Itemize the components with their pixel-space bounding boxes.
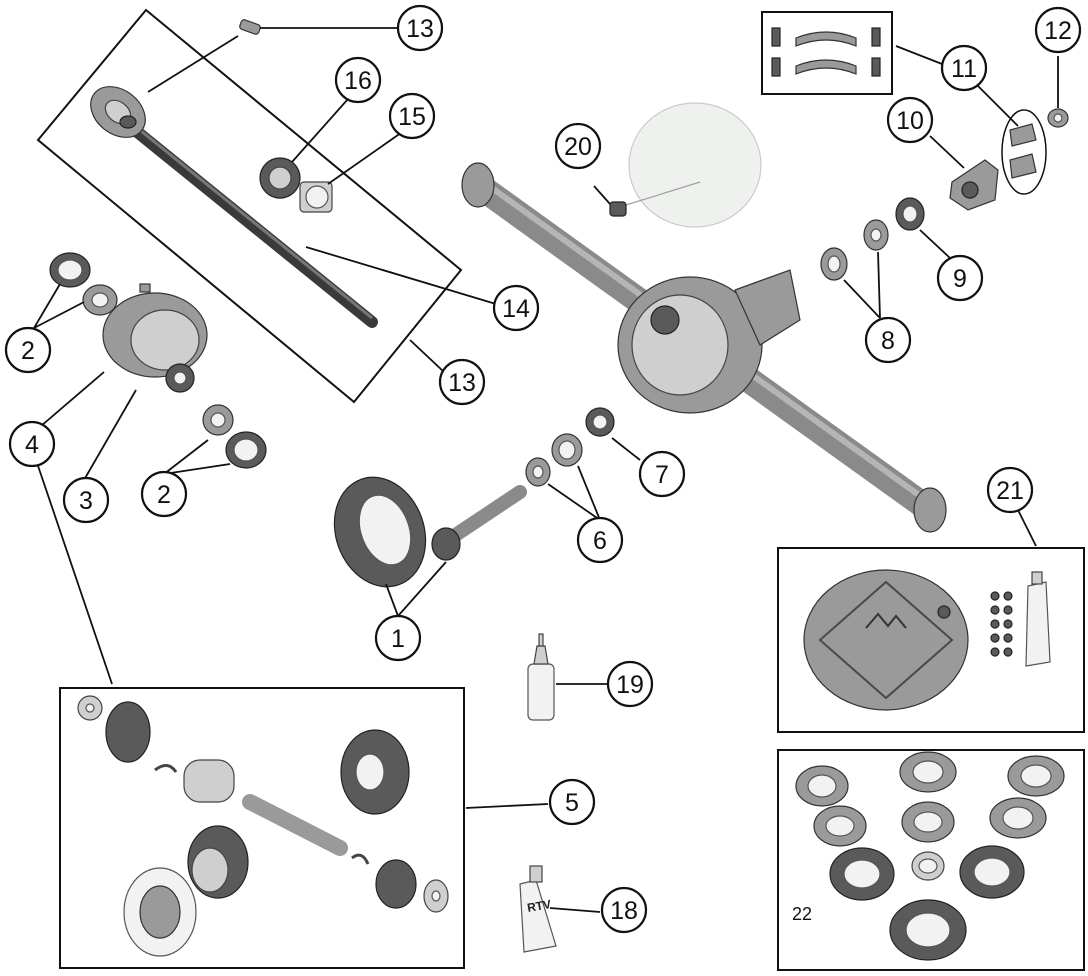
svg-text:13: 13 xyxy=(406,15,434,43)
svg-text:6: 6 xyxy=(593,527,607,555)
plug-guide-line xyxy=(625,181,701,206)
callout-2-lower: 2 xyxy=(140,470,188,518)
callout-10: 10 xyxy=(886,96,934,144)
callout-13-bottom: 13 xyxy=(438,358,486,406)
ubolt-straps xyxy=(1001,109,1047,195)
svg-text:19: 19 xyxy=(616,671,644,699)
svg-text:5: 5 xyxy=(565,789,579,817)
svg-text:21: 21 xyxy=(996,477,1024,505)
svg-text:14: 14 xyxy=(502,295,530,323)
callout-6: 6 xyxy=(576,516,624,564)
svg-text:9: 9 xyxy=(953,265,967,293)
cover-outline xyxy=(628,102,762,228)
axle-housing xyxy=(461,162,947,533)
svg-text:1: 1 xyxy=(391,625,405,653)
carrier-bearing-cup-lower xyxy=(225,431,267,469)
ubolt-kit-box xyxy=(761,11,893,95)
callout-15: 15 xyxy=(388,92,436,140)
stud-guide-line xyxy=(147,35,239,93)
callout-1: 1 xyxy=(374,614,422,662)
callout-20: 20 xyxy=(554,122,602,170)
callout-21: 21 xyxy=(986,466,1034,514)
callout-11: 11 xyxy=(940,44,988,92)
pinion-seal xyxy=(895,197,925,231)
inner-pinion-bearing-cup xyxy=(551,433,583,467)
ubolt-kit xyxy=(771,27,881,77)
carrier-bearing-cup-upper xyxy=(49,252,91,288)
bearing-kit-box xyxy=(777,749,1085,971)
svg-text:4: 4 xyxy=(25,431,39,459)
svg-text:11: 11 xyxy=(951,55,977,83)
bearing-kit xyxy=(795,751,1065,961)
callout-8: 8 xyxy=(864,316,912,364)
svg-text:2: 2 xyxy=(157,481,171,509)
carrier-bearing-cone-upper xyxy=(82,284,118,316)
case-pin xyxy=(139,283,151,293)
cover-bolts xyxy=(990,591,1013,657)
differential-case xyxy=(102,292,208,393)
pinion-yoke xyxy=(949,159,999,211)
spider-gear-box xyxy=(59,687,465,969)
fill-plug xyxy=(609,201,627,217)
spider-gear-kit xyxy=(77,695,449,957)
leader-lines xyxy=(33,27,1059,913)
callout-13-top: 13 xyxy=(396,4,444,52)
callout-5: 5 xyxy=(548,778,596,826)
kit-number-label: 22 xyxy=(792,904,812,924)
pinion-gear xyxy=(431,485,527,561)
svg-text:16: 16 xyxy=(344,67,372,95)
gear-oil-bottle xyxy=(527,633,555,721)
rtv-tube-label: RTV xyxy=(526,897,552,915)
axle-bearing-16 xyxy=(259,157,301,199)
callout-4: 4 xyxy=(8,420,56,468)
callout-2-upper: 2 xyxy=(4,326,52,374)
ring-gear xyxy=(333,476,427,588)
pinion-nut xyxy=(1047,108,1069,128)
svg-text:18: 18 xyxy=(610,897,638,925)
outer-pinion-bearing-cup xyxy=(820,247,848,281)
callout-9: 9 xyxy=(936,254,984,302)
svg-text:8: 8 xyxy=(881,327,895,355)
svg-text:2: 2 xyxy=(21,337,35,365)
svg-text:15: 15 xyxy=(398,103,426,131)
outer-pinion-bearing-cone xyxy=(863,219,889,251)
callout-14: 14 xyxy=(492,284,540,332)
axle-shaft-box xyxy=(36,8,463,404)
callout-3: 3 xyxy=(62,476,110,524)
carrier-bearing-cone-lower xyxy=(202,404,234,436)
svg-text:13: 13 xyxy=(448,369,476,397)
pinion-shim xyxy=(585,407,615,437)
inner-pinion-bearing-cone xyxy=(525,457,551,487)
axle-seal-15 xyxy=(299,181,333,213)
svg-text:7: 7 xyxy=(655,461,669,489)
callout-7: 7 xyxy=(638,450,686,498)
callout-12: 12 xyxy=(1034,6,1082,54)
svg-text:3: 3 xyxy=(79,487,93,515)
callout-18: 18 xyxy=(600,886,648,934)
callout-16: 16 xyxy=(334,56,382,104)
svg-text:10: 10 xyxy=(896,107,924,135)
callout-19: 19 xyxy=(606,660,654,708)
svg-text:12: 12 xyxy=(1044,17,1072,45)
axle-shaft xyxy=(90,86,378,328)
svg-text:20: 20 xyxy=(564,133,592,161)
wheel-stud xyxy=(239,19,261,35)
cover-kit xyxy=(803,569,1051,711)
rtv-tube: RTV xyxy=(519,865,557,953)
cover-kit-box xyxy=(777,547,1085,733)
